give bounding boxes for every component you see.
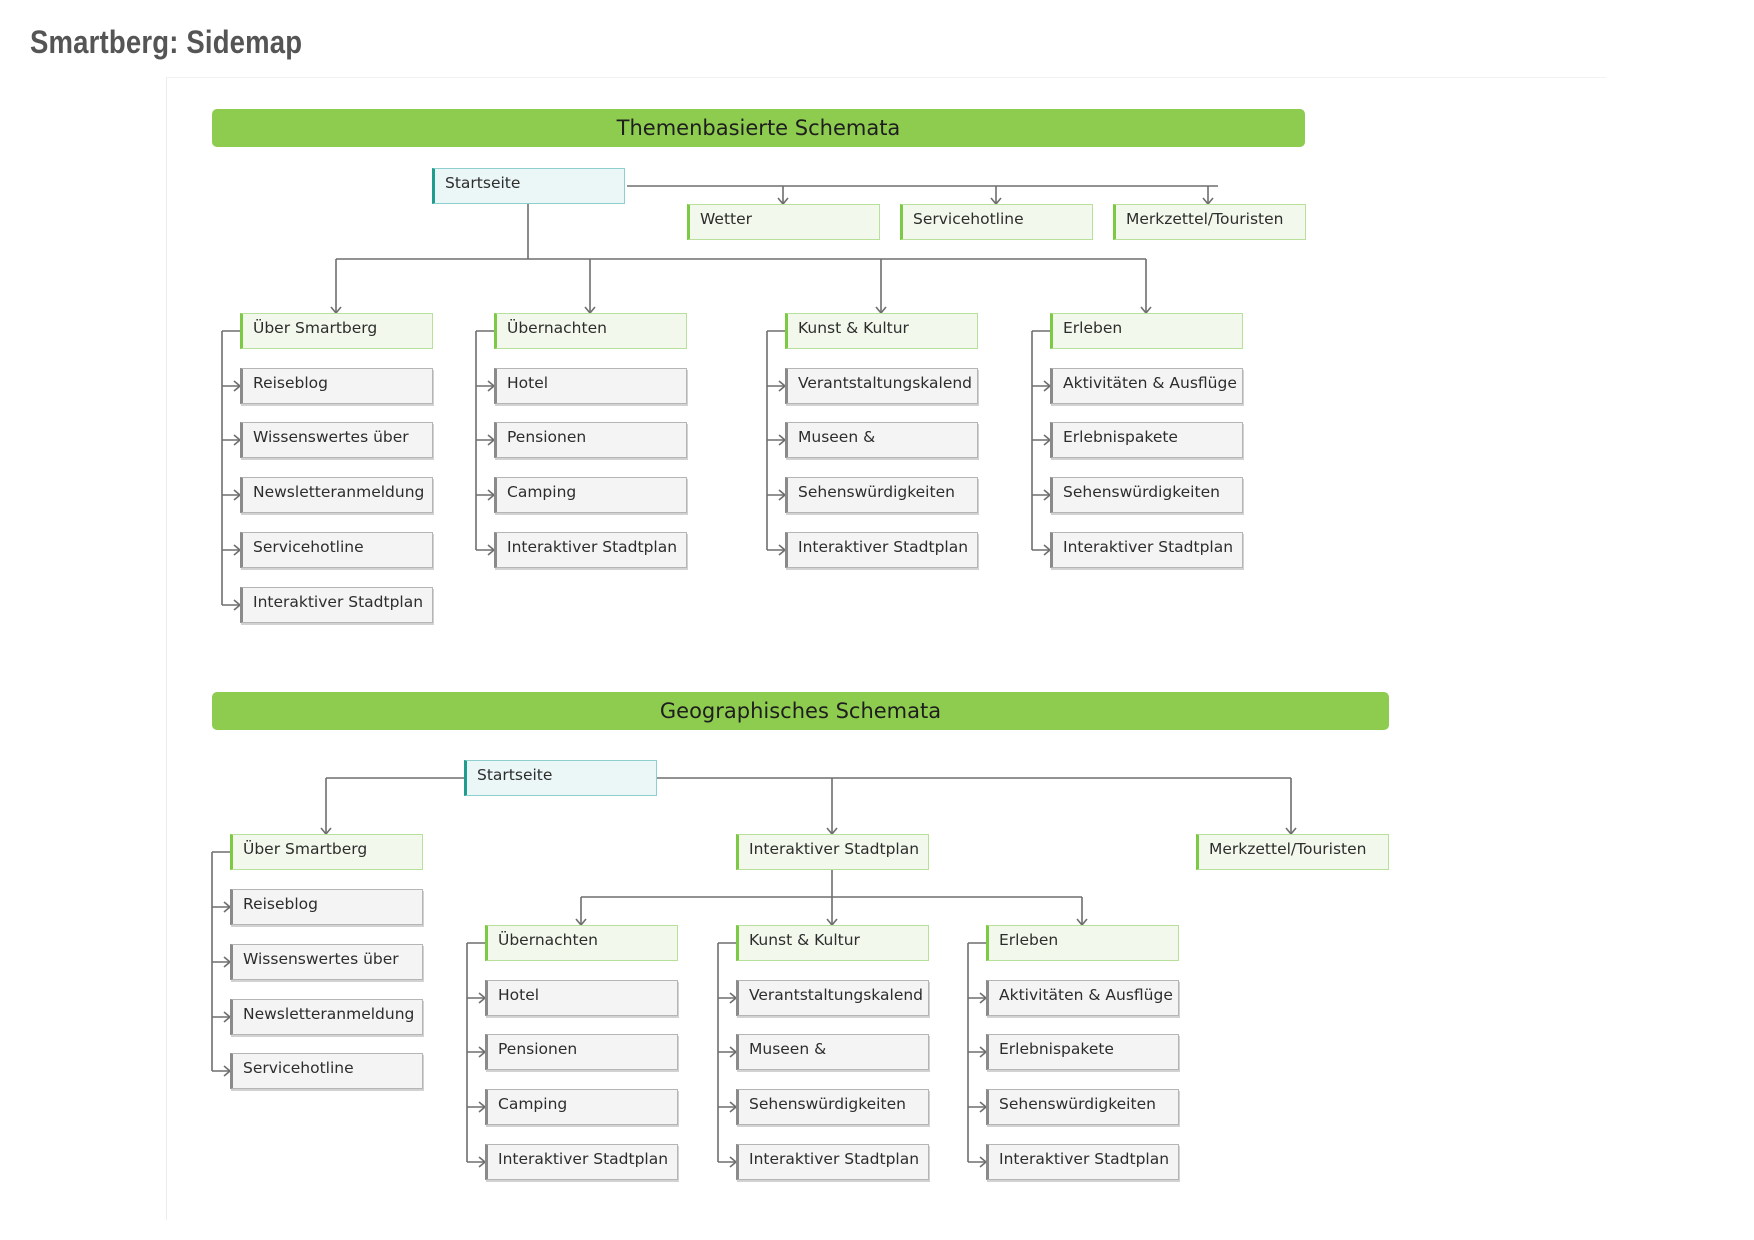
geographic-list-item[interactable]: Camping [485,1089,678,1125]
thematic-group-title[interactable]: Kunst & Kultur [785,313,978,349]
thematic-root-node[interactable]: Startseite [432,168,625,204]
thematic-group-title[interactable]: Übernachten [494,313,687,349]
geographic-list-item[interactable]: Interaktiver Stadtplan [986,1144,1179,1180]
content-border [166,77,167,1220]
thematic-list-item[interactable]: Interaktiver Stadtplan [785,532,978,568]
thematic-list-item[interactable]: Sehenswürdigkeiten [785,477,978,513]
geographic-list-item[interactable]: Sehenswürdigkeiten [736,1089,929,1125]
geographic-list-item[interactable]: Sehenswürdigkeiten [986,1089,1179,1125]
geographic-group-title[interactable]: Übernachten [485,925,678,961]
thematic-list-item[interactable]: Hotel [494,368,687,404]
geographic-branch-stadtplan[interactable]: Interaktiver Stadtplan [736,834,929,870]
thematic-group-title[interactable]: Erleben [1050,313,1243,349]
geographic-list-item[interactable]: Aktivitäten & Ausflüge [986,980,1179,1016]
thematic-list-item[interactable]: Newsletteranmeldung [240,477,433,513]
geographic-group-title[interactable]: Erleben [986,925,1179,961]
thematic-list-item[interactable]: Verantstaltungskalend [785,368,978,404]
thematic-list-item[interactable]: Pensionen [494,422,687,458]
geographic-banner: Geographisches Schemata [212,692,1389,730]
thematic-group-title[interactable]: Über Smartberg [240,313,433,349]
geographic-list-item[interactable]: Servicehotline [230,1053,423,1089]
geographic-list-item[interactable]: Museen & [736,1034,929,1070]
geographic-list-item[interactable]: Hotel [485,980,678,1016]
thematic-list-item[interactable]: Museen & [785,422,978,458]
geographic-list-item[interactable]: Verantstaltungskalend [736,980,929,1016]
thematic-banner: Themenbasierte Schemata [212,109,1305,147]
thematic-top-link-wetter[interactable]: Wetter [687,204,880,240]
thematic-list-item[interactable]: Servicehotline [240,532,433,568]
geographic-list-item[interactable]: Newsletteranmeldung [230,999,423,1035]
header-divider [166,77,1606,78]
geographic-branch-ueber-smartberg[interactable]: Über Smartberg [230,834,423,870]
thematic-list-item[interactable]: Reiseblog [240,368,433,404]
geographic-list-item[interactable]: Erlebnispakete [986,1034,1179,1070]
thematic-list-item[interactable]: Sehenswürdigkeiten [1050,477,1243,513]
geographic-list-item[interactable]: Interaktiver Stadtplan [485,1144,678,1180]
thematic-list-item[interactable]: Erlebnispakete [1050,422,1243,458]
geographic-list-item[interactable]: Wissenswertes über [230,944,423,980]
thematic-list-item[interactable]: Aktivitäten & Ausflüge [1050,368,1243,404]
geographic-list-item[interactable]: Reiseblog [230,889,423,925]
thematic-list-item[interactable]: Wissenswertes über [240,422,433,458]
thematic-list-item[interactable]: Interaktiver Stadtplan [240,587,433,623]
thematic-list-item[interactable]: Interaktiver Stadtplan [1050,532,1243,568]
geographic-list-item[interactable]: Pensionen [485,1034,678,1070]
geographic-branch-merkzettel[interactable]: Merkzettel/Touristen [1196,834,1389,870]
page-title: Smartberg: Sidemap [30,24,303,60]
thematic-top-link-merkzettel[interactable]: Merkzettel/Touristen [1113,204,1306,240]
thematic-list-item[interactable]: Interaktiver Stadtplan [494,532,687,568]
geographic-group-title[interactable]: Kunst & Kultur [736,925,929,961]
geographic-root-node[interactable]: Startseite [464,760,657,796]
thematic-list-item[interactable]: Camping [494,477,687,513]
geographic-list-item[interactable]: Interaktiver Stadtplan [736,1144,929,1180]
thematic-top-link-servicehotline[interactable]: Servicehotline [900,204,1093,240]
